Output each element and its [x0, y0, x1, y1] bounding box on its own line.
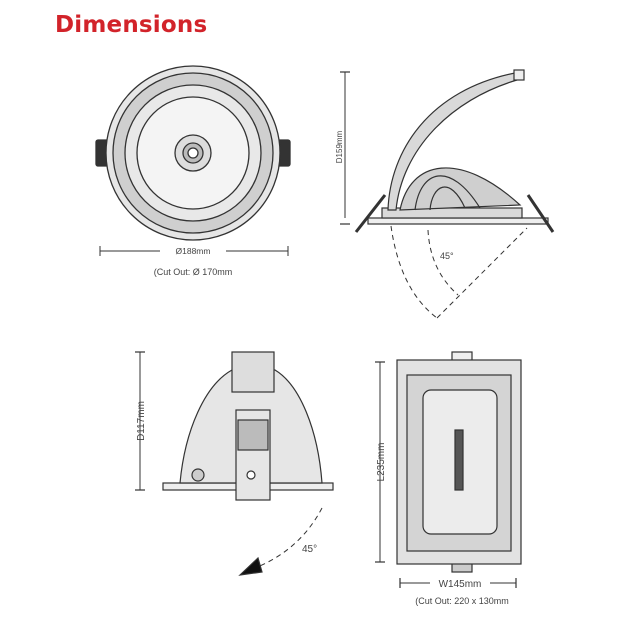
diameter-label: Ø188mm [176, 246, 211, 256]
rect-tilt-label: 45° [302, 544, 317, 555]
rect-front-view [375, 351, 522, 588]
length-label: L235mm [376, 443, 387, 482]
rect-side-view [135, 351, 334, 576]
page-title: Dimensions [55, 12, 208, 38]
cutout-label: (Cut Out: Ø 170mm [154, 267, 233, 277]
width-label: W145mm [439, 579, 482, 590]
rect-cutout-label: (Cut Out: 220 x 130mm [415, 596, 509, 606]
rect-depth-label: D117mm [136, 401, 147, 441]
round-top-view [95, 65, 291, 241]
diameter-dimension-line [99, 246, 289, 256]
round-tilt-label: 45° [440, 251, 454, 261]
round-side-view [340, 69, 555, 319]
round-depth-label: D159mm [335, 130, 344, 163]
